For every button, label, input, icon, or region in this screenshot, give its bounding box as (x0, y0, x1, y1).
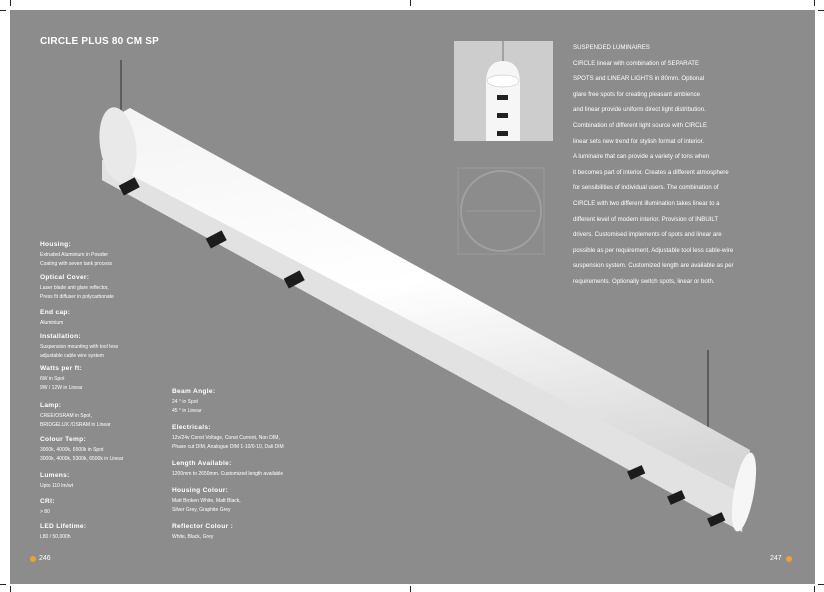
description-line: suspension system. Customized length are… (573, 262, 734, 270)
description-line: for sensibilities of individual users. T… (573, 184, 719, 192)
spec-heading: Beam Angle: (172, 388, 216, 395)
product-description: SUSPENDED LUMINAIRES CIRCLE linear with … (573, 40, 783, 290)
crop-mark (410, 0, 411, 6)
spec-heading: End cap: (40, 309, 71, 316)
spec-value: 1200mm to 2650mm. Customized length avai… (172, 471, 284, 477)
spec-value: Aluminium (40, 320, 64, 326)
spec-heading: Length Available: (172, 460, 232, 467)
crop-mark (10, 586, 11, 592)
spec-heading: Colour Temp: (40, 436, 86, 443)
description-line: different level of modern interior. Prov… (573, 215, 719, 223)
spec-value: > 80 (40, 509, 50, 515)
description-line: SPOTS and LINEAR LIGHTS in 80mm. Optiona… (573, 75, 705, 83)
crop-mark (410, 586, 411, 592)
page-marker-icon (30, 556, 36, 562)
description-line: requirements. Optionally switch spots, l… (573, 277, 715, 285)
description-line: it becomes part of interior. Creates a d… (573, 168, 729, 176)
page-marker-icon (786, 556, 792, 562)
crop-mark (0, 10, 6, 11)
spec-heading: Electricals: (172, 424, 211, 431)
brochure-spread: CIRCLE PLUS 80 CM SP Housing: Extruded A… (10, 10, 815, 584)
page-number-left: 246 (39, 555, 51, 562)
spec-heading: Housing: (40, 241, 71, 248)
crop-mark (10, 0, 11, 6)
spec-value: L80 / 50,000h (40, 534, 71, 540)
description-line: possible as per requirement. Adjustable … (573, 246, 734, 254)
description-line: A luminaire that can provide a variety o… (573, 153, 710, 161)
crop-mark (814, 0, 815, 6)
spec-heading: Reflector Colour : (172, 523, 234, 530)
page-number-right: 247 (770, 555, 782, 562)
product-photo (454, 41, 553, 141)
crop-mark (814, 586, 815, 592)
spot-light (118, 177, 726, 527)
description-line: glare free spots for creating pleasant a… (573, 90, 701, 98)
crop-mark (0, 584, 6, 585)
spec-value: CREE/OSRAM in Spot,BRIDGELUX /OSRAM in L… (40, 413, 111, 428)
spec-heading: Watts per ft: (40, 365, 83, 372)
profile-diagram (457, 167, 545, 255)
spec-heading: Optical Cover: (40, 274, 90, 281)
product-title: CIRCLE PLUS 80 CM SP (40, 36, 160, 47)
spec-value: White, Black, Grey (172, 534, 214, 540)
crop-mark (818, 10, 824, 11)
spec-value: Upto 110 lm/wt (40, 483, 73, 489)
description-line: SUSPENDED LUMINAIRES (573, 44, 650, 51)
spec-value: Laser blade anti glare reflector,Press f… (40, 285, 114, 300)
spec-heading: Housing Colour: (172, 487, 229, 494)
description-line: and linear provide uniform direct light … (573, 106, 706, 114)
spec-heading: Lamp: (40, 402, 62, 409)
description-line: CIRCLE linear with combination of SEPARA… (573, 59, 700, 67)
spec-value: 12v/24v Const Voltage, Const Current, No… (172, 435, 284, 450)
description-line: Combination of different light source wi… (573, 121, 708, 129)
spec-heading: Lumens: (40, 472, 70, 479)
description-line: linear sets new trend for stylish format… (573, 137, 705, 145)
spec-value: Matt Broken White, Matt Black,Silver Gre… (172, 498, 241, 513)
description-line: drivers. Customised implements of spots … (573, 231, 722, 239)
crop-mark (818, 584, 824, 585)
luminaire-illustration (99, 60, 757, 532)
spec-heading: Installation: (40, 333, 81, 340)
spec-heading: LED Lifetime: (40, 523, 87, 530)
description-line: CIRCLE with two different illumination t… (573, 199, 720, 207)
spec-heading: CRI: (40, 498, 55, 505)
